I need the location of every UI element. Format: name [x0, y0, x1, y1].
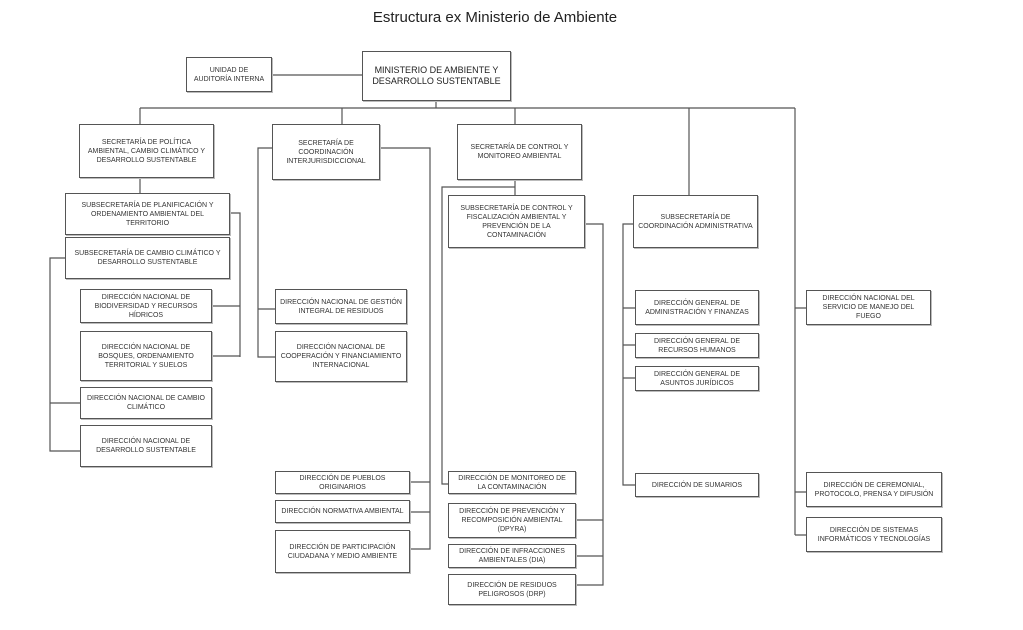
box-dn-cambio-climatico: Dirección Nacional de Cambio Climático — [80, 387, 212, 419]
box-d-sumarios: Dirección de Sumarios — [635, 473, 759, 497]
box-dg-rrhh: Dirección General de Recursos Humanos — [635, 333, 759, 358]
box-d-monitoreo: Dirección de Monitoreo de la Contaminaci… — [448, 471, 576, 494]
box-ministerio: Ministerio de Ambiente y Desarrollo Sust… — [362, 51, 511, 101]
box-secretaria-politica: Secretaría de Política Ambiental, Cambio… — [79, 124, 214, 178]
box-secretaria-control: Secretaría de Control y Monitoreo Ambien… — [457, 124, 582, 180]
box-d-normativa: Dirección Normativa Ambiental — [275, 500, 410, 523]
box-d-prevencion: Dirección de Prevención y Recomposición … — [448, 503, 576, 538]
box-dn-desarrollo: Dirección Nacional de Desarrollo Sustent… — [80, 425, 212, 467]
box-d-ceremonial: Dirección de Ceremonial, Protocolo, Pren… — [806, 472, 942, 507]
box-dn-fuego: Dirección Nacional del Servicio de Manej… — [806, 290, 931, 325]
box-dn-residuos: Dirección Nacional de Gestión Integral d… — [275, 289, 407, 324]
box-dn-cooperacion: Dirección Nacional de Cooperación y Fina… — [275, 331, 407, 382]
box-d-sistemas: Dirección de Sistemas Informáticos y Tec… — [806, 517, 942, 552]
box-subsecretaria-cambio: Subsecretaría de Cambio Climático y Desa… — [65, 237, 230, 279]
box-dg-juridicos: Dirección General de Asuntos Jurídicos — [635, 366, 759, 391]
box-d-pueblos: Dirección de Pueblos Originarios — [275, 471, 410, 494]
box-dg-administracion: Dirección General de Administración y Fi… — [635, 290, 759, 325]
box-unidad-auditoria: Unidad de Auditoría Interna — [186, 57, 272, 92]
diagram-title: Estructura ex Ministerio de Ambiente — [372, 9, 618, 26]
box-d-infracciones: Dirección de Infracciones Ambientales (D… — [448, 544, 576, 568]
box-d-participacion: Dirección de Participación Ciudadana y M… — [275, 530, 410, 573]
box-d-residuos-peligrosos: Dirección de Residuos Peligrosos (DRP) — [448, 574, 576, 605]
box-secretaria-coordinacion: Secretaría de Coordinación Interjurisdic… — [272, 124, 380, 180]
box-subsecretaria-planificacion: Subsecretaría de Planificación y Ordenam… — [65, 193, 230, 235]
box-dn-biodiversidad: Dirección Nacional de Biodiversidad y Re… — [80, 289, 212, 323]
box-subsecretaria-control: Subsecretaría de Control y Fiscalización… — [448, 195, 585, 248]
box-dn-bosques: Dirección Nacional de Bosques, Ordenamie… — [80, 331, 212, 381]
box-subsecretaria-administrativa: Subsecretaría de Coordinación Administra… — [633, 195, 758, 248]
